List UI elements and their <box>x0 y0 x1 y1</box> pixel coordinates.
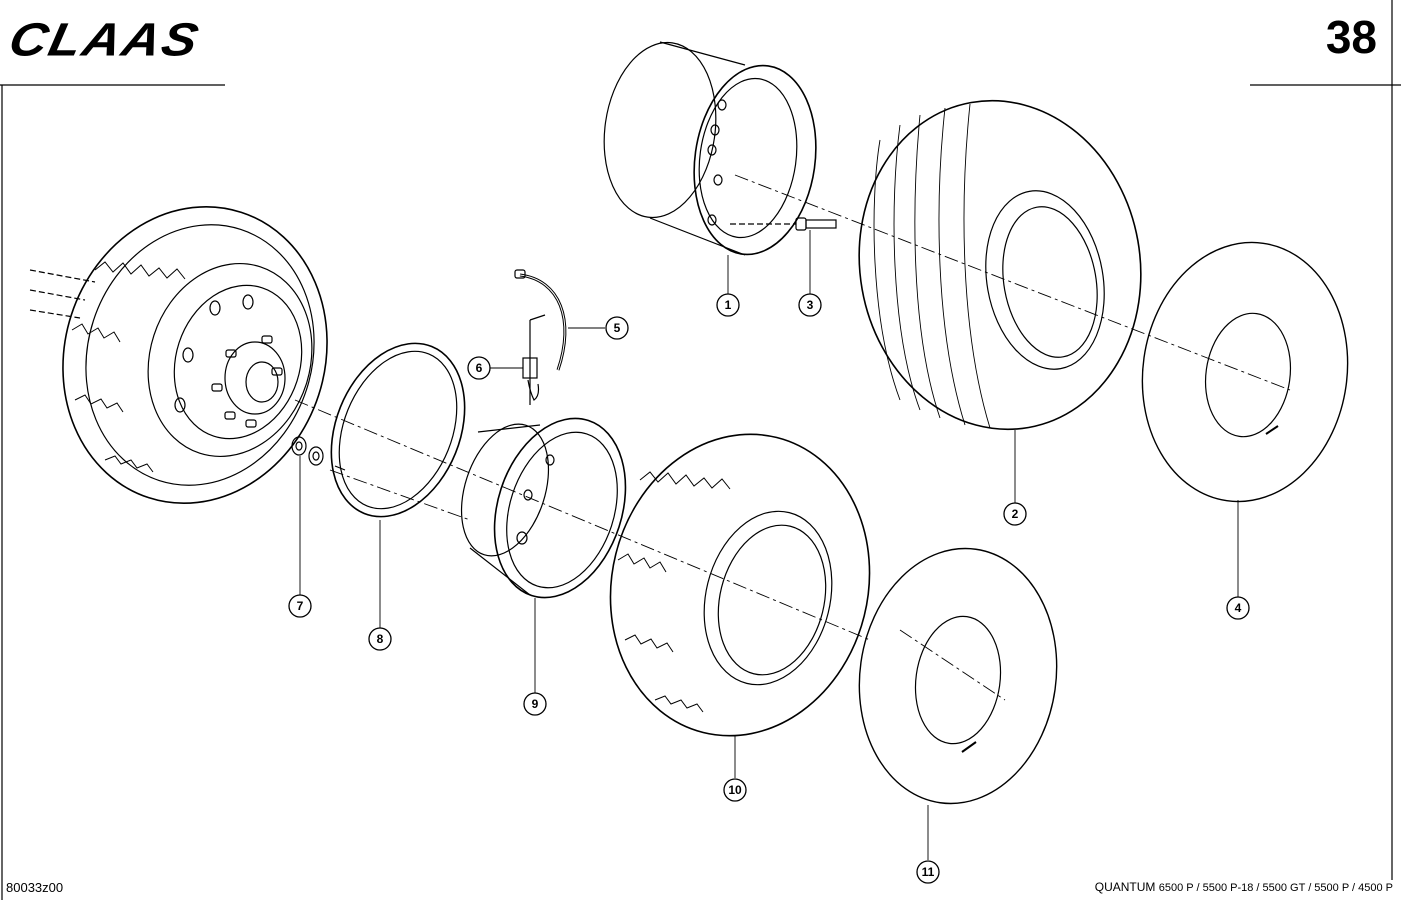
axis-centerlines <box>294 174 1291 701</box>
callout-5: 5 <box>614 321 621 335</box>
callout-4: 4 <box>1235 601 1242 615</box>
callout-11: 11 <box>922 865 935 879</box>
callout-7: 7 <box>297 599 304 613</box>
lock-ring <box>330 342 466 518</box>
valve-hose <box>514 269 567 371</box>
callout-2: 2 <box>1012 507 1019 521</box>
callout-circles <box>288 293 1250 884</box>
model-list: 6500 P / 5500 P-18 / 5500 GT / 5500 P / … <box>1158 882 1393 894</box>
callout-3: 3 <box>807 298 814 312</box>
valve-clamp <box>522 314 546 405</box>
leader-lines <box>299 230 1239 860</box>
nut-and-washer <box>291 436 324 466</box>
rim-top <box>603 41 817 256</box>
drawing-code: 80033z00 <box>6 880 64 895</box>
model-designation: QUANTUM 6500 P / 5500 P-18 / 5500 GT / 5… <box>1095 880 1393 894</box>
callout-8: 8 <box>377 632 384 646</box>
inner-tube-right <box>1141 241 1349 503</box>
callout-9: 9 <box>532 697 539 711</box>
assembled-wheel-with-hub <box>29 205 328 505</box>
bolt <box>730 217 837 231</box>
brand-logo: CLAAS <box>4 13 205 67</box>
model-prefix: QUANTUM <box>1094 880 1156 894</box>
callout-6: 6 <box>476 361 483 375</box>
tire-small <box>609 433 871 737</box>
tire-large <box>858 99 1142 431</box>
inner-tube-lower <box>858 547 1058 805</box>
callout-1: 1 <box>725 298 732 312</box>
split-rim <box>460 417 627 599</box>
page-number: 38 <box>1325 11 1377 63</box>
callout-10: 10 <box>728 783 742 797</box>
callout-labels: 1 2 3 4 5 6 7 8 9 10 11 <box>297 298 1242 879</box>
